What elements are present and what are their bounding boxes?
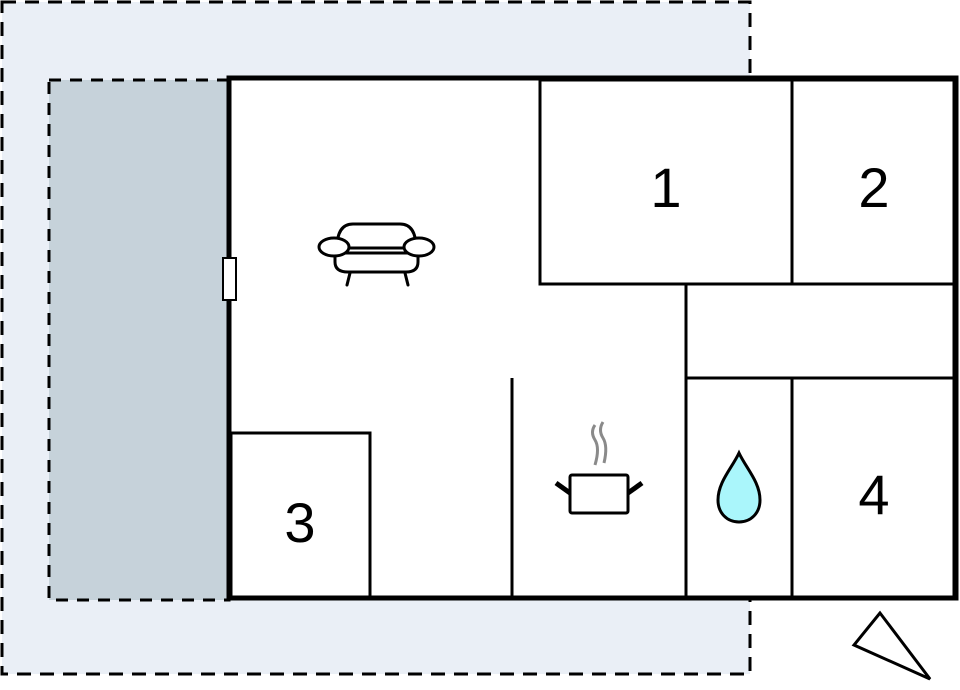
- terrace-area: [47, 78, 231, 602]
- house-outline: [226, 75, 959, 601]
- room-3: [229, 431, 372, 600]
- room-4-label: 4: [858, 463, 889, 526]
- room-3-label: 3: [284, 491, 315, 554]
- north-arrow-icon: [851, 610, 932, 681]
- sofa-icon: [317, 222, 436, 287]
- entrance-door: [222, 257, 237, 301]
- cooking-pot-icon: [554, 421, 644, 515]
- room-1-label: 1: [650, 156, 681, 219]
- water-drop-icon: [716, 449, 762, 524]
- room-2-label: 2: [858, 156, 889, 219]
- room-4: [790, 376, 956, 600]
